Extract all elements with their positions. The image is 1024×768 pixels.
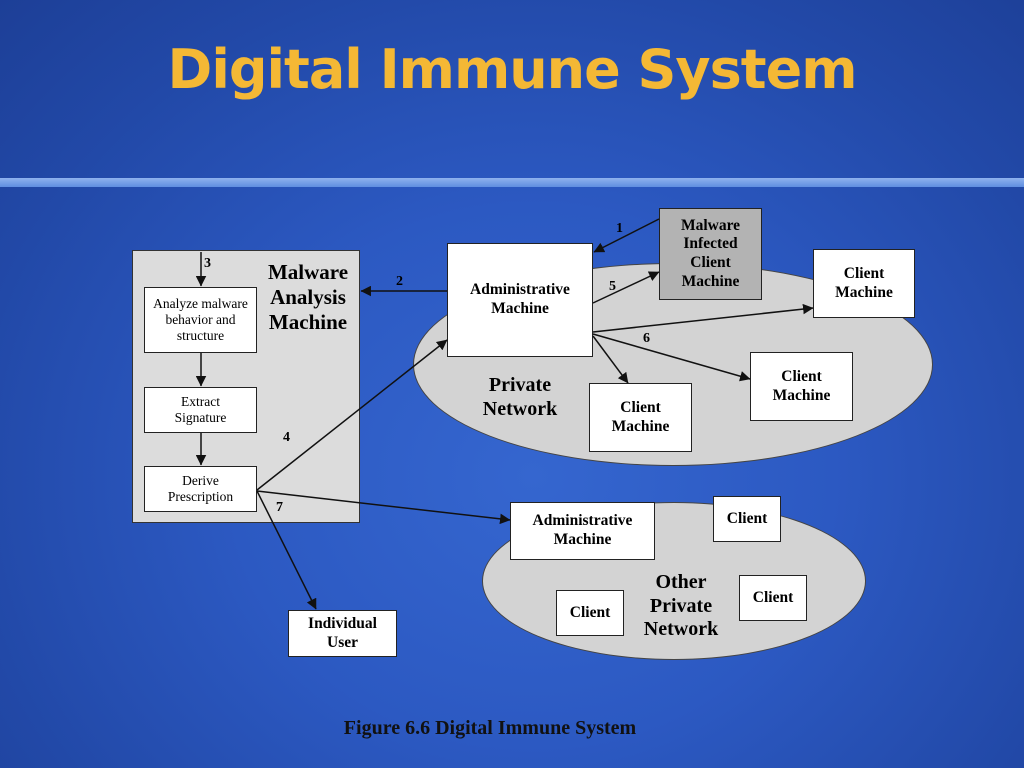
malware-infected-client-machine: Malware Infected Client Machine <box>659 208 762 300</box>
analyze-malware-step: Analyze malware behavior and structure <box>144 287 257 353</box>
other-client-left: Client <box>556 590 624 636</box>
other-client-top: Client <box>713 496 781 542</box>
step-2-label: 2 <box>396 274 403 289</box>
arrow-6-top-right <box>592 303 814 333</box>
arrow-6-right <box>592 333 751 382</box>
figure-caption: Figure 6.6 Digital Immune System <box>343 717 637 739</box>
other-administrative-machine: Administrative Machine <box>510 502 655 560</box>
step-7-label: 7 <box>276 500 283 515</box>
malware-analysis-machine-label: Malware Analysis Machine <box>267 260 349 334</box>
step-3-label: 3 <box>204 256 211 271</box>
step-6-label: 6 <box>643 331 650 346</box>
client-machine-bottom: Client Machine <box>589 383 692 452</box>
arrow-1 <box>593 218 660 253</box>
slide-title: Digital Immune System <box>167 38 858 101</box>
private-network-label: Private Network <box>482 374 558 420</box>
arrow-5 <box>592 271 660 304</box>
administrative-machine: Administrative Machine <box>447 243 593 357</box>
arrow-4 <box>256 339 448 491</box>
title-divider <box>0 178 1024 187</box>
arrow-7-admin <box>256 490 511 525</box>
step-1-label: 1 <box>616 221 623 236</box>
derive-prescription-step: Derive Prescription <box>144 466 257 512</box>
extract-signature-step: Extract Signature <box>144 387 257 433</box>
step-5-label: 5 <box>609 279 616 294</box>
arrow-6-bottom <box>592 335 629 384</box>
individual-user: Individual User <box>288 610 397 657</box>
client-machine-top-right: Client Machine <box>813 249 915 318</box>
step-4-label: 4 <box>283 430 290 445</box>
arrow-7-user <box>256 490 317 610</box>
other-private-network-label: Other Private Network <box>643 571 719 641</box>
other-client-right: Client <box>739 575 807 621</box>
client-machine-right: Client Machine <box>750 352 853 421</box>
